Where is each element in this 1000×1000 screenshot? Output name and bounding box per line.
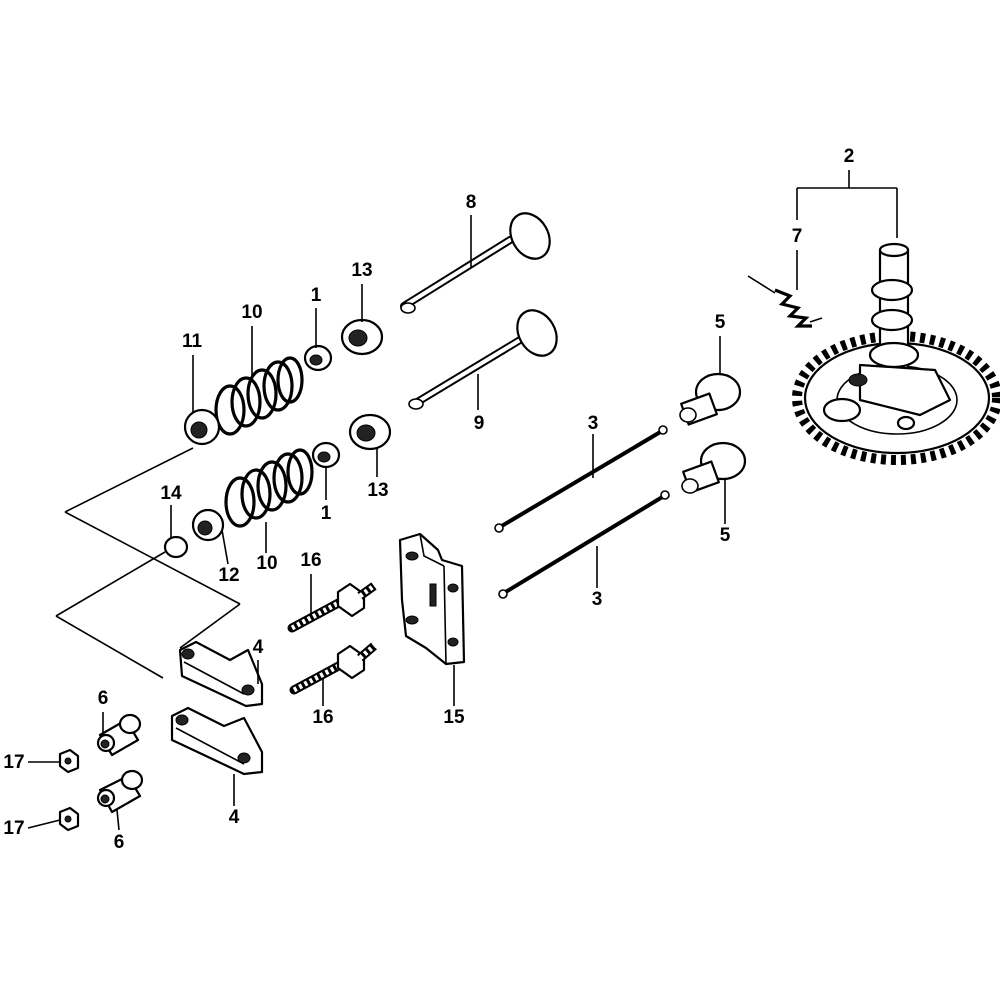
- callout-5-lower: 5: [720, 525, 731, 546]
- rocker-arm-lower-part: [170, 706, 264, 776]
- callout-2: 2: [844, 146, 855, 167]
- push-rod-guide-plate-part: [398, 532, 466, 666]
- stud-bolt-upper-part: [287, 582, 377, 633]
- callout-7: 7: [792, 226, 803, 247]
- callout-5-upper: 5: [715, 312, 726, 333]
- callout-4-lower: 4: [229, 807, 240, 828]
- push-rod-upper-part: [494, 425, 668, 533]
- valve-rotator-lower-part: [348, 413, 392, 451]
- callout-13-lower: 13: [367, 480, 388, 501]
- valve-spring-lower-part: [224, 448, 314, 528]
- tappet-lower-part: [681, 441, 747, 494]
- rocker-pivot-upper-part: [96, 713, 142, 757]
- tappet-upper-part: [679, 372, 742, 426]
- callout-16-lower: 16: [312, 707, 333, 728]
- callout-17-lower: 17: [3, 818, 24, 839]
- callout-16-upper: 16: [300, 550, 321, 571]
- valve-seat-lower-part: [191, 508, 225, 542]
- nut-upper-part: [58, 748, 80, 774]
- callout-4-upper: 4: [253, 637, 264, 658]
- callout-15: 15: [443, 707, 465, 728]
- valve-9-part: [408, 309, 558, 410]
- callout-13-upper: 13: [351, 260, 372, 281]
- callout-14: 14: [160, 483, 182, 504]
- leader-lines: [27, 170, 898, 831]
- callout-3-lower: 3: [592, 589, 603, 610]
- callout-6-upper: 6: [98, 688, 109, 709]
- stud-bolt-lower-part: [289, 642, 377, 695]
- nut-lower-part: [58, 806, 80, 832]
- callout-10-lower: 10: [256, 553, 277, 574]
- valve-cap-part: [163, 535, 189, 559]
- rocker-arm-upper-part: [178, 640, 264, 708]
- valve-seat-upper-part: [183, 408, 221, 446]
- valve-spring-upper-part: [214, 356, 304, 436]
- callout-1-lower: 1: [321, 503, 332, 524]
- valve-collar-upper-part: [303, 344, 333, 372]
- callout-3-upper: 3: [588, 413, 599, 434]
- callout-12: 12: [218, 565, 239, 586]
- callout-11: 11: [182, 331, 203, 352]
- callout-8: 8: [466, 192, 477, 213]
- valve-collar-lower-part: [311, 441, 341, 469]
- callout-10-upper: 10: [241, 302, 262, 323]
- callout-17-upper: 17: [3, 752, 24, 773]
- camshaft-gear-part: [792, 242, 1000, 465]
- valve-8-part: [400, 212, 551, 314]
- valve-rotator-upper-part: [340, 318, 384, 356]
- decompressor-spring-part: [747, 275, 823, 328]
- callout-9: 9: [474, 413, 485, 434]
- rocker-pivot-lower-part: [96, 769, 144, 814]
- callout-1-upper: 1: [311, 285, 322, 306]
- callout-6-lower: 6: [114, 832, 125, 853]
- push-rod-lower-part: [498, 490, 670, 599]
